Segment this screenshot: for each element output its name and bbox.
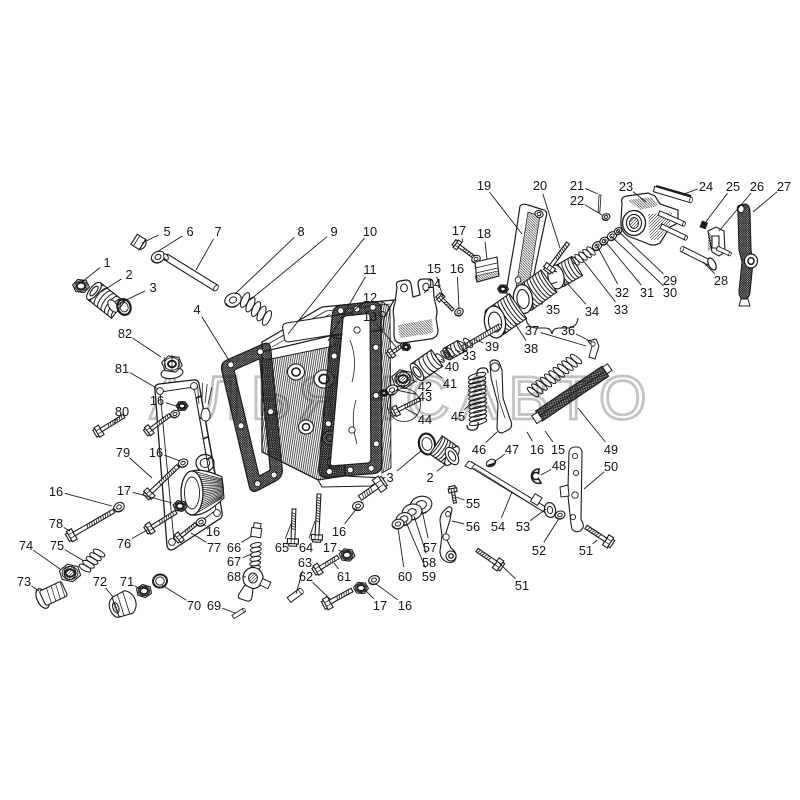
svg-text:16: 16 [398, 598, 412, 613]
svg-text:65: 65 [275, 540, 289, 555]
svg-text:26: 26 [750, 179, 764, 194]
svg-text:75: 75 [50, 538, 64, 553]
svg-text:6: 6 [186, 224, 193, 239]
svg-text:16: 16 [49, 484, 63, 499]
svg-text:48: 48 [552, 458, 566, 473]
svg-text:1: 1 [103, 255, 110, 270]
svg-text:4: 4 [193, 302, 200, 317]
svg-text:43: 43 [418, 389, 432, 404]
svg-text:5: 5 [163, 224, 170, 239]
svg-text:23: 23 [619, 179, 633, 194]
svg-text:17: 17 [373, 598, 387, 613]
svg-text:79: 79 [116, 445, 130, 460]
svg-text:25: 25 [726, 179, 740, 194]
svg-text:81: 81 [115, 361, 129, 376]
svg-text:39: 39 [485, 339, 499, 354]
svg-text:13: 13 [363, 309, 377, 324]
svg-text:66: 66 [227, 540, 241, 555]
svg-text:2: 2 [125, 267, 132, 282]
svg-text:3: 3 [149, 280, 156, 295]
svg-text:49: 49 [604, 442, 618, 457]
svg-text:54: 54 [491, 519, 505, 534]
svg-text:72: 72 [93, 574, 107, 589]
svg-text:9: 9 [330, 224, 337, 239]
svg-text:32: 32 [615, 285, 629, 300]
svg-text:17: 17 [117, 483, 131, 498]
svg-text:56: 56 [466, 519, 480, 534]
svg-text:68: 68 [227, 569, 241, 584]
svg-text:12: 12 [363, 290, 377, 305]
svg-text:10: 10 [363, 224, 377, 239]
svg-text:3: 3 [386, 470, 393, 485]
svg-text:76: 76 [117, 536, 131, 551]
svg-text:16: 16 [206, 524, 220, 539]
svg-text:24: 24 [699, 179, 713, 194]
svg-text:37: 37 [525, 323, 539, 338]
svg-text:17: 17 [323, 540, 337, 555]
svg-text:34: 34 [585, 304, 599, 319]
svg-text:69: 69 [207, 598, 221, 613]
svg-text:40: 40 [445, 359, 459, 374]
svg-text:2: 2 [426, 470, 433, 485]
svg-text:8: 8 [297, 224, 304, 239]
svg-text:62: 62 [299, 569, 313, 584]
svg-text:51: 51 [579, 543, 593, 558]
svg-text:50: 50 [604, 459, 618, 474]
svg-text:31: 31 [640, 285, 654, 300]
svg-text:29: 29 [663, 273, 677, 288]
svg-text:52: 52 [532, 543, 546, 558]
svg-text:59: 59 [422, 569, 436, 584]
svg-text:16: 16 [332, 524, 346, 539]
svg-text:60: 60 [398, 569, 412, 584]
svg-text:55: 55 [466, 496, 480, 511]
svg-text:42: 42 [418, 379, 432, 394]
svg-text:38: 38 [524, 341, 538, 356]
svg-text:21: 21 [570, 178, 584, 193]
svg-text:36: 36 [561, 323, 575, 338]
svg-text:70: 70 [187, 598, 201, 613]
svg-text:14: 14 [427, 276, 441, 291]
svg-text:71: 71 [120, 574, 134, 589]
svg-text:33: 33 [614, 302, 628, 317]
svg-text:64: 64 [299, 540, 313, 555]
svg-text:16: 16 [150, 393, 164, 408]
svg-text:67: 67 [227, 554, 241, 569]
svg-text:58: 58 [422, 555, 436, 570]
svg-text:22: 22 [570, 193, 584, 208]
svg-text:11: 11 [363, 262, 376, 277]
svg-text:17: 17 [452, 223, 466, 238]
svg-text:15: 15 [551, 442, 565, 457]
svg-text:45: 45 [451, 409, 465, 424]
svg-text:53: 53 [516, 519, 530, 534]
svg-text:30: 30 [663, 285, 677, 300]
svg-text:41: 41 [443, 376, 457, 391]
svg-text:18: 18 [477, 226, 491, 241]
svg-text:16: 16 [530, 442, 544, 457]
svg-text:19: 19 [477, 178, 491, 193]
svg-text:74: 74 [19, 538, 33, 553]
svg-text:82: 82 [118, 326, 132, 341]
svg-text:15: 15 [427, 261, 441, 276]
svg-text:33: 33 [462, 348, 476, 363]
svg-text:51: 51 [515, 578, 529, 593]
svg-text:20: 20 [533, 178, 547, 193]
svg-text:27: 27 [777, 179, 791, 194]
svg-text:80: 80 [115, 404, 129, 419]
svg-text:46: 46 [472, 442, 486, 457]
svg-text:73: 73 [17, 574, 31, 589]
svg-text:63: 63 [298, 555, 312, 570]
svg-text:28: 28 [714, 273, 728, 288]
svg-text:47: 47 [505, 442, 519, 457]
svg-text:16: 16 [450, 261, 464, 276]
svg-text:7: 7 [214, 224, 221, 239]
svg-text:77: 77 [207, 540, 221, 555]
svg-text:78: 78 [49, 516, 63, 531]
svg-text:44: 44 [418, 412, 432, 427]
svg-text:35: 35 [546, 302, 560, 317]
svg-text:61: 61 [337, 569, 351, 584]
svg-text:16: 16 [149, 445, 163, 460]
svg-text:57: 57 [423, 540, 437, 555]
